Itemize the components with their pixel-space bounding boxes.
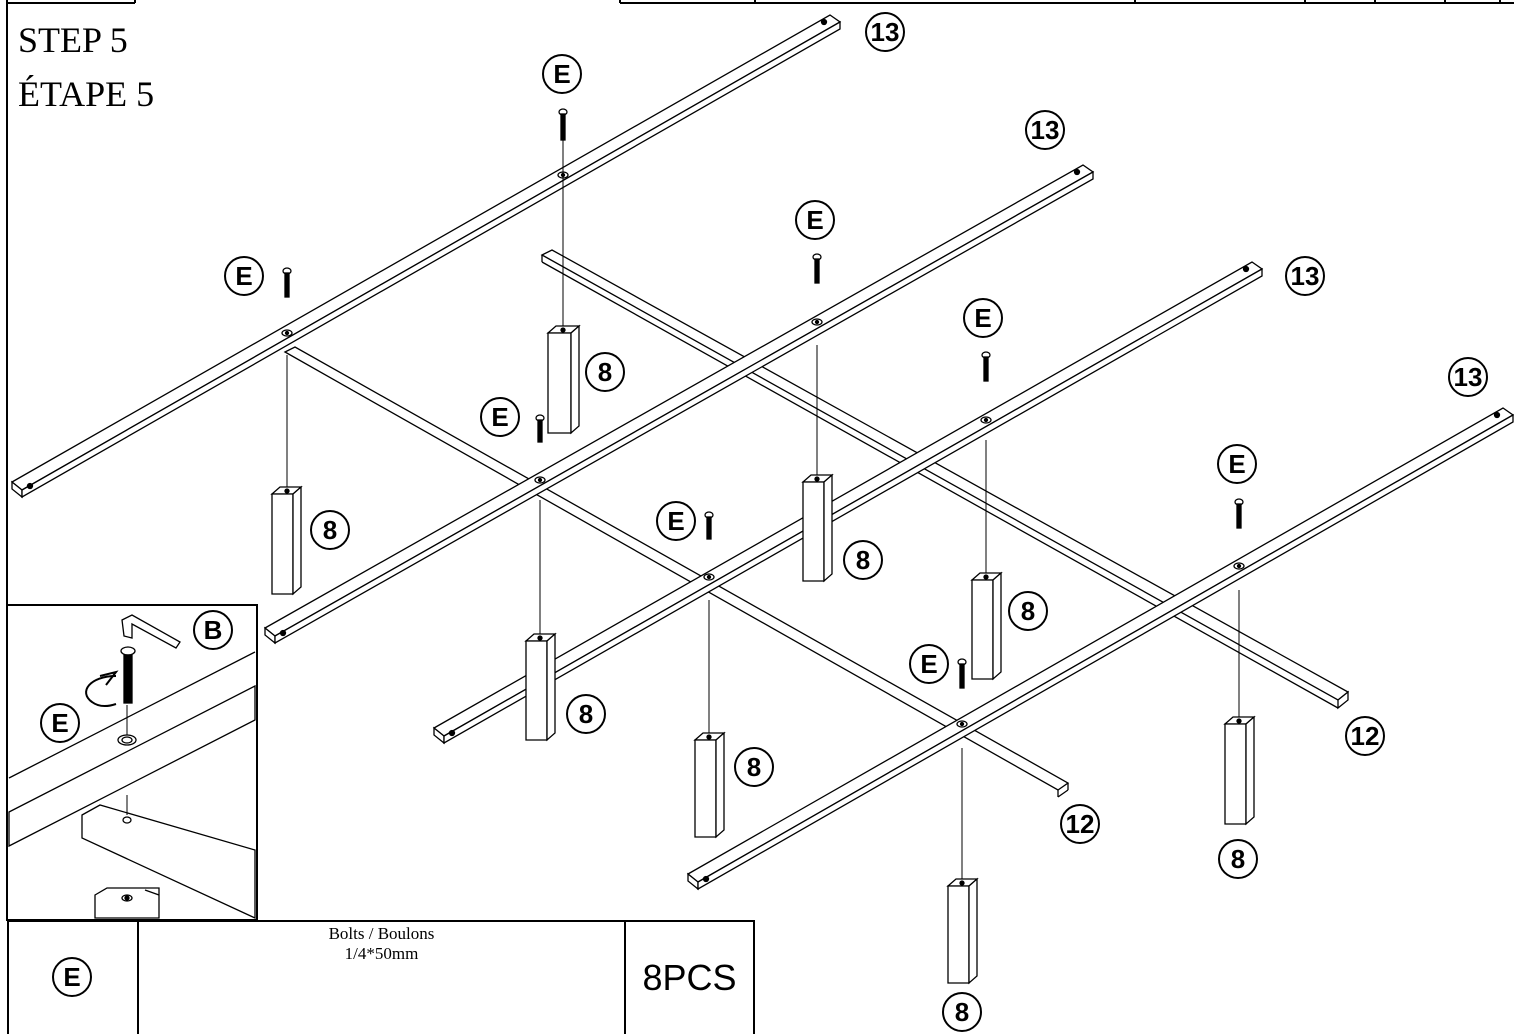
alignment-lines (286, 140, 1240, 880)
leg-8 (546, 324, 581, 435)
parts-table-letter-cell: E (9, 922, 139, 1034)
rail-13-d (686, 407, 1514, 891)
part-callout-8: 8 (734, 747, 774, 787)
part-callout-8: 8 (1008, 591, 1048, 631)
part-callout-8: 8 (585, 352, 625, 392)
part-size: 1/4*50mm (344, 944, 419, 963)
part-letter: E (52, 957, 92, 997)
part-callout-13: 13 (1025, 110, 1065, 150)
leg-8 (801, 473, 834, 583)
leg-8 (270, 485, 303, 596)
bolt-group (282, 108, 1244, 689)
part-callout-13: 13 (865, 12, 905, 52)
part-callout-e: E (480, 397, 520, 437)
part-callout-12: 12 (1345, 716, 1385, 756)
part-callout-e: E (224, 256, 264, 296)
rail-13-b (263, 164, 1095, 645)
part-callout-8: 8 (1218, 839, 1258, 879)
parts-table: E Bolts / Boulons 1/4*50mm 8PCS (7, 920, 755, 1034)
part-callout-e: E (795, 200, 835, 240)
part-callout-8: 8 (843, 540, 883, 580)
crossbar-12-front (283, 346, 1070, 798)
part-callout-8: 8 (566, 694, 606, 734)
leg-8 (970, 571, 1003, 681)
part-callout-13: 13 (1285, 256, 1325, 296)
part-callout-e: E (542, 54, 582, 94)
step-title: STEP 5 (18, 20, 128, 60)
rail-holes (281, 171, 1245, 728)
part-qty: 8PCS (642, 957, 737, 998)
leg-8 (524, 632, 557, 742)
part-callout-e: E (963, 298, 1003, 338)
part-name: Bolts / Boulons (328, 924, 435, 943)
leg-8 (693, 731, 726, 839)
rail-13-c (432, 261, 1264, 745)
part-callout-8: 8 (942, 992, 982, 1032)
leg-8 (1223, 715, 1256, 826)
detail-inset (6, 604, 258, 921)
part-callout-12: 12 (1060, 804, 1100, 844)
step-title-fr: ÉTAPE 5 (18, 74, 155, 114)
part-callout-e: E (1217, 444, 1257, 484)
part-callout-13: 13 (1448, 357, 1488, 397)
part-callout-e: E (40, 703, 80, 743)
part-callout-e: E (656, 501, 696, 541)
rail-13-a (10, 14, 842, 499)
part-callout-8: 8 (310, 510, 350, 550)
part-callout-b: B (193, 610, 233, 650)
parts-table-desc-cell: Bolts / Boulons 1/4*50mm (139, 922, 626, 1034)
part-callout-e: E (909, 644, 949, 684)
leg-8 (946, 877, 979, 985)
leg-8-group (270, 324, 1256, 985)
